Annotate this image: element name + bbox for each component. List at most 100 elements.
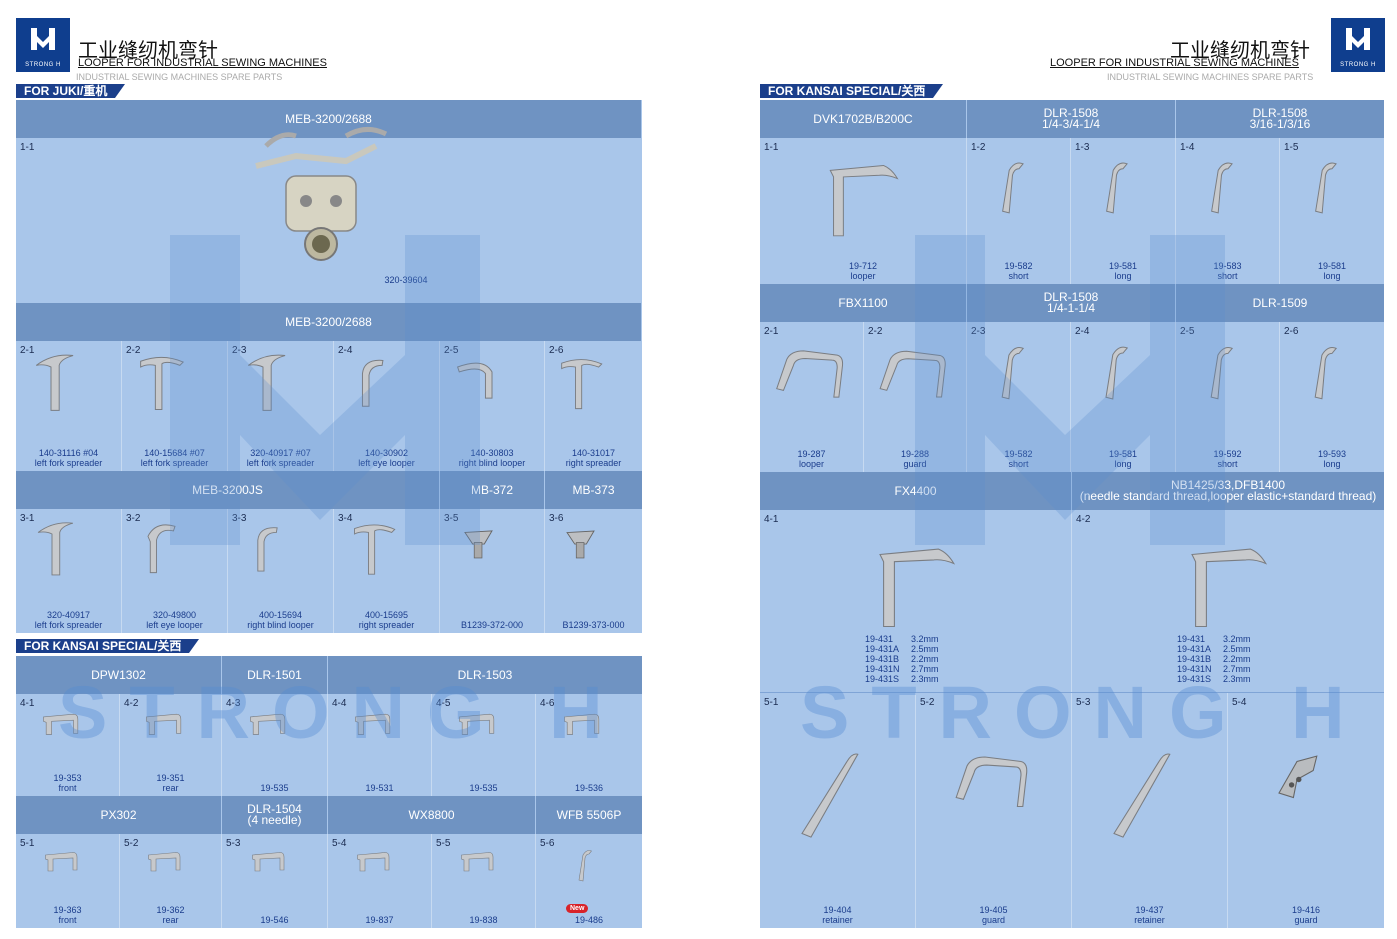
part-cell-4-6: 4-6 19-536 <box>536 694 642 796</box>
part-description: left fork spreader <box>34 458 103 468</box>
looper-part-icon <box>1278 754 1318 798</box>
looper-part-icon <box>354 713 390 735</box>
looper-part-icon <box>147 852 180 872</box>
part-number: 320-49800 <box>152 610 197 620</box>
part-image <box>344 517 430 607</box>
part-description: right blind looper <box>247 620 314 630</box>
part-image <box>26 517 112 607</box>
model-header: MEB-3200JS <box>16 471 440 509</box>
part-image <box>442 845 526 905</box>
item-number: 4-5 <box>436 698 451 709</box>
part-number: 320-40917 <box>46 610 91 620</box>
part-description: right blind looper <box>458 458 526 468</box>
part-number: 19-416 <box>1291 905 1321 915</box>
section-kansai-left: FOR KANSAI SPECIAL/关西 <box>16 639 200 653</box>
looper-part-icon <box>361 359 383 407</box>
part-description: left fork spreader <box>246 458 315 468</box>
part-image <box>555 517 632 607</box>
item-number: 4-6 <box>540 698 555 709</box>
part-description: right spreader <box>358 620 415 630</box>
part-number: 19-288 <box>900 449 930 459</box>
item-number: 3-1 <box>20 513 35 524</box>
model-variant: 1/4-3/4-1/4 <box>1041 117 1101 131</box>
part-number: 19-581 <box>1108 261 1138 271</box>
part-number: 19-351 <box>156 773 185 783</box>
item-number: 1-2 <box>971 142 986 153</box>
strong-h-logo-icon <box>31 28 55 50</box>
model-header: MB-372 <box>440 471 545 509</box>
model-variant: (needle standard thread,looper elastic+s… <box>1079 489 1377 503</box>
model-header: DLR-1503 <box>328 656 642 694</box>
model-header: MEB-3200/2688 <box>16 303 642 341</box>
looper-part-icon <box>954 755 1027 807</box>
item-number: 2-2 <box>868 326 883 337</box>
part-description: front <box>58 915 77 925</box>
part-caption: 19-837 <box>328 915 431 925</box>
looper-part-icon <box>565 530 595 559</box>
juki-table: MEB-3200/2688 1-1 320-39604 MEB-3200/268… <box>16 100 642 633</box>
part-description: guard <box>1294 915 1318 925</box>
item-number: 2-6 <box>1284 326 1299 337</box>
part-description: retainer <box>1134 915 1165 925</box>
part-image <box>1290 337 1374 437</box>
model-name: DLR-1504 <box>247 802 302 816</box>
section-kansai-right: FOR KANSAI SPECIAL/关西 <box>760 84 944 98</box>
part-description: short <box>1217 271 1238 281</box>
model-name: DLR-1508 <box>1043 290 1099 304</box>
part-number: 19-536 <box>574 783 604 793</box>
part-image <box>1186 154 1270 249</box>
item-number: 4-3 <box>226 698 241 709</box>
looper-part-icon <box>578 850 592 882</box>
item-number: 4-1 <box>764 514 779 525</box>
looper-part-icon <box>42 713 78 735</box>
model-variant: 3/16-1/3/16 <box>1249 117 1311 131</box>
looper-part-icon <box>1106 162 1128 214</box>
item-number: 1-5 <box>1284 142 1299 153</box>
item-number: 4-4 <box>332 698 347 709</box>
title-chinese-right: 工业缝纫机弯针 <box>1170 38 1310 62</box>
part-caption: 19-531 <box>328 783 431 793</box>
spec-size: 2.7mm <box>911 664 939 674</box>
item-number: 5-6 <box>540 838 555 849</box>
part-image <box>977 337 1061 437</box>
item-number: 1-3 <box>1075 142 1090 153</box>
looper-part-icon <box>256 527 278 572</box>
part-number: 19-581 <box>1317 261 1347 271</box>
part-number: 320-40917 #07 <box>250 448 311 458</box>
part-description: rear <box>162 783 179 793</box>
part-number: 19-437 <box>1135 905 1164 915</box>
looper-part-icon <box>457 362 493 399</box>
looper-part-icon <box>1105 346 1129 400</box>
looper-part-icon <box>145 713 181 735</box>
model-header: MEB-3200/2688 <box>16 100 642 138</box>
model-variant: (4 needle) <box>247 813 302 827</box>
